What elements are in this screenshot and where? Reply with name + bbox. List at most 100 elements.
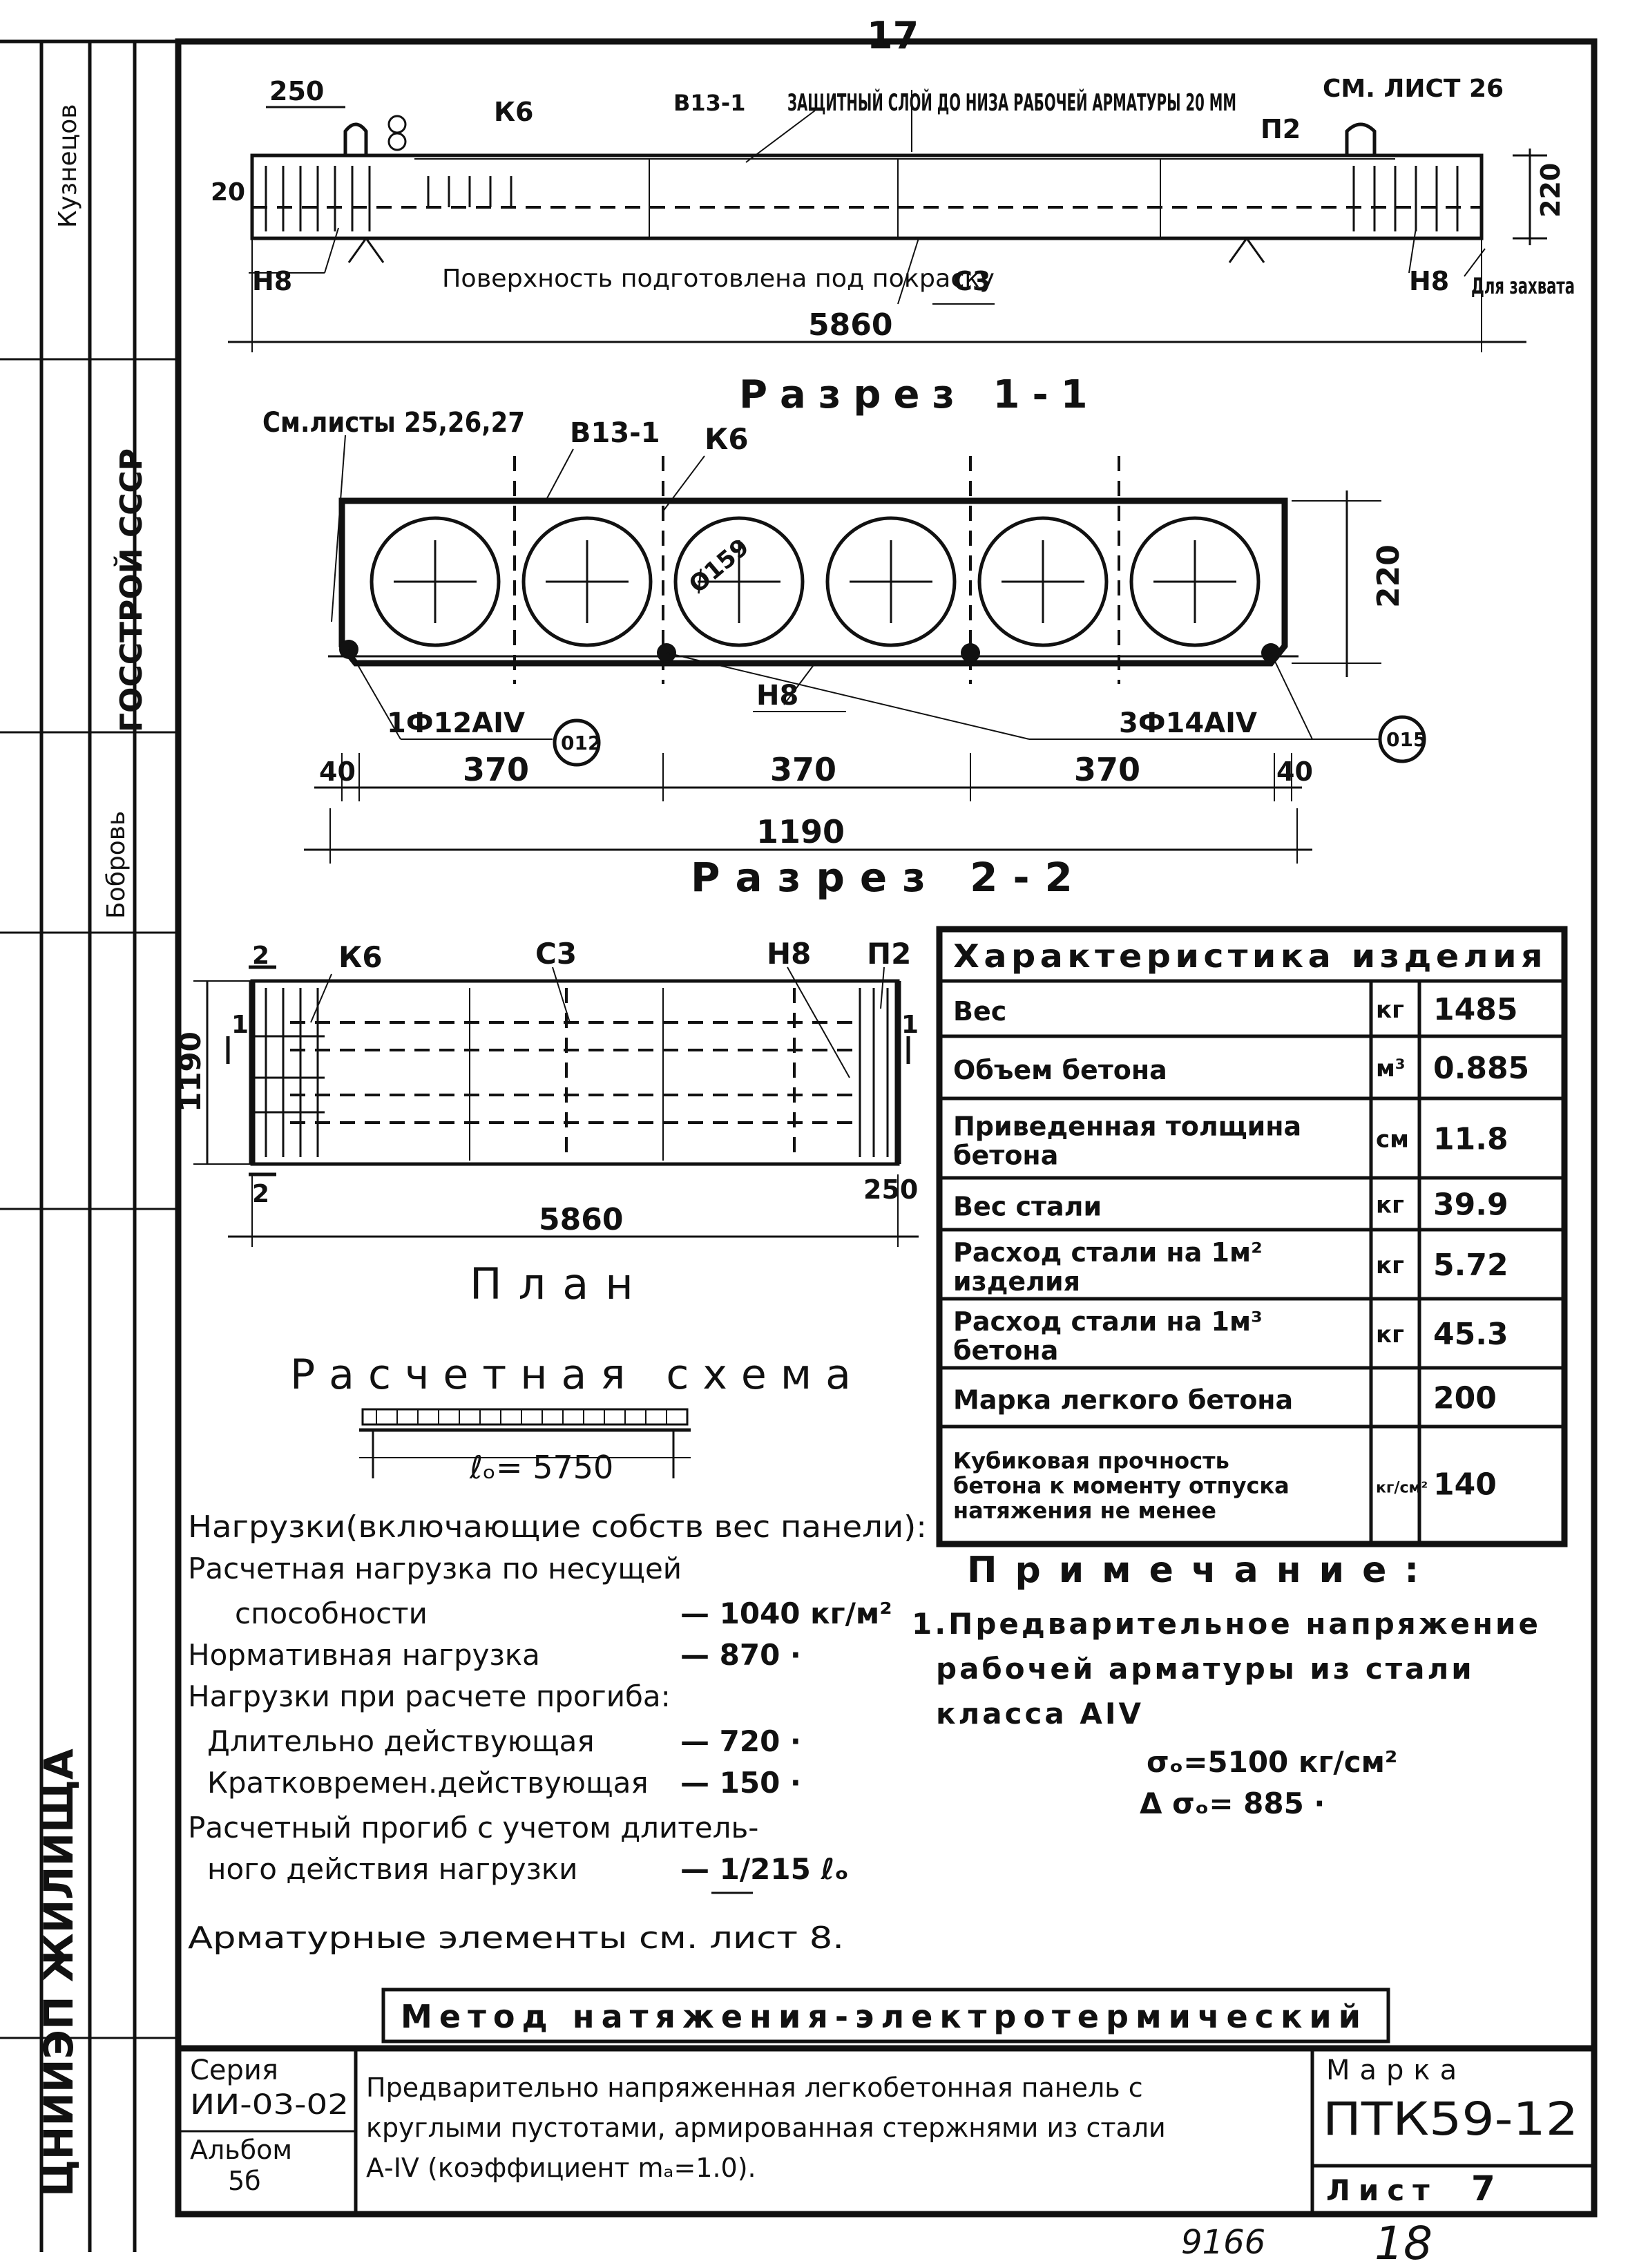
load-label: Нормативная нагрузка — [188, 1638, 540, 1672]
load-value: — 720 · — [680, 1724, 801, 1758]
load-label: Кратковремен.действующая — [207, 1766, 649, 1800]
load-label: Расчетный прогиб с учетом длитель- — [188, 1811, 758, 1845]
elev-label-h8-left: Н8 — [252, 266, 292, 296]
hollow-cores — [370, 516, 1261, 647]
char-row-name: Объем бетона — [953, 1055, 1167, 1085]
support-right — [1228, 236, 1265, 263]
char-row-unit: кг — [1376, 996, 1404, 1024]
char-row-name: бетона — [953, 1335, 1058, 1366]
char-row-unit: кг — [1376, 1252, 1404, 1279]
char-row-unit: см — [1376, 1126, 1409, 1154]
plan-leader-c3 — [552, 966, 571, 1023]
album-value: 5б — [228, 2166, 261, 2196]
description-line: Предварительно напряженная легкобетонная… — [366, 2072, 1143, 2103]
sec-label-k6: К6 — [705, 422, 749, 456]
char-row-name: Расход стали на 1м² — [953, 1237, 1263, 1268]
plan-label-1190: 1190 — [173, 1031, 207, 1112]
char-row-name: изделия — [953, 1266, 1080, 1297]
bar-mark-left-circle — [553, 718, 601, 767]
plan-label-250: 250 — [863, 1174, 918, 1205]
load-label: Нагрузки при расчете прогиба: — [188, 1679, 671, 1713]
sec-dim-40b: 40 — [1276, 756, 1313, 787]
note-line: Δ σₒ= 885 · — [1140, 1786, 1325, 1820]
elev-label-v13: В13-1 — [673, 90, 745, 116]
plan-leader-p2 — [880, 966, 885, 1009]
stamp-name-1: Бобровь — [102, 811, 131, 919]
load-label: Длительно действующая — [207, 1724, 595, 1758]
elev-label-k6: К6 — [494, 97, 534, 127]
stamp-name-2: Кузнецов — [54, 104, 82, 228]
lifting-loop-right — [1345, 122, 1377, 155]
title-block: Серия ИИ-03-02 Альбом 5б Предварительно … — [175, 2045, 1598, 2218]
sec-bar-right: 3Ф14АIV — [1119, 707, 1257, 739]
bar-mark-left: 012 — [561, 732, 601, 754]
plan-label-2a: 2 — [252, 942, 269, 970]
sec-label-v13: В13-1 — [570, 417, 660, 449]
plan-body — [250, 979, 900, 1166]
sec-bar-left: 1Ф12АIV — [387, 707, 525, 739]
plan-title: План — [470, 1259, 650, 1309]
leader-see-sheets — [331, 435, 346, 622]
note-title: Примечание: — [967, 1550, 1437, 1591]
sec-label-d159: Ø159 — [684, 533, 754, 599]
bar-mid-2 — [961, 643, 980, 663]
elev-label-220: 220 — [1535, 163, 1566, 218]
plan-left-mesh — [252, 988, 325, 1157]
leader-h8-right — [1408, 227, 1417, 274]
leader-bar-right-1 — [666, 652, 1030, 740]
note-line: 1.Предварительное напряжение — [912, 1607, 1541, 1641]
elev-label-20: 20 — [211, 178, 245, 207]
elevation-left-stirrups — [265, 166, 512, 231]
section-1-1: Разрез 1-1 220 012 015 См.листы 2 — [262, 372, 1426, 901]
sec-dim-total: 1190 — [756, 813, 845, 850]
leader-bar-left — [348, 649, 401, 740]
stamp-org: ЦНИИЭП ЖИЛИЩА — [35, 1748, 82, 2197]
load-label: способности — [235, 1597, 428, 1630]
leader-c3 — [897, 238, 919, 305]
char-row-unit: м³ — [1376, 1055, 1406, 1083]
page-number-top: 17 — [867, 14, 919, 57]
char-row-name: натяжения не менее — [953, 1498, 1216, 1524]
title-description: Предварительно напряженная легкобетонная… — [366, 2072, 1166, 2183]
calc-scheme-load — [361, 1408, 689, 1426]
note-line: класса АIV — [936, 1697, 1144, 1731]
support-left — [347, 236, 385, 263]
char-row-value: 45.3 — [1433, 1317, 1508, 1352]
album-label: Альбом — [190, 2135, 292, 2165]
description-line: круглыми пустотами, армированная стержня… — [366, 2113, 1166, 2143]
char-table-title: Характеристика изделия — [953, 937, 1547, 975]
char-row-name: Приведенная толщина — [953, 1112, 1301, 1142]
section-1-1-title: Разрез 1-1 — [739, 372, 1100, 417]
plan-view: 1190 5860 250 К6 С3 Н8 П2 2 2 1 1 План — [173, 937, 919, 1309]
char-row-value: 140 — [1433, 1467, 1497, 1503]
plan-label-1a: 1 — [231, 1011, 249, 1039]
leader-bar-right-2 — [1270, 652, 1313, 740]
sec-label-h8: Н8 — [756, 680, 798, 712]
doc-number: 9166 — [1181, 2223, 1265, 2262]
method-text: Метод натяжения-электротермический — [401, 1998, 1368, 2035]
bar-mark-right: 015 — [1386, 728, 1426, 751]
char-row-name: бетона к моменту отпуска — [953, 1473, 1290, 1499]
note-block: Примечание: 1.Предварительное напряжение… — [912, 1550, 1541, 1820]
elevation-small-circle-2 — [387, 115, 407, 134]
calc-scheme-load-hatch — [376, 1409, 667, 1424]
elev-label-h8-right: Н8 — [1409, 266, 1449, 296]
plan-leader-k6 — [310, 973, 332, 1023]
leader-v13 — [545, 448, 574, 502]
elev-note: ЗАЩИТНЫЙ СЛОЙ ДО НИЗА РАБОЧЕЙ АРМАТУРЫ 2… — [787, 88, 1236, 117]
elev-label-grip: Для захвата — [1471, 273, 1575, 299]
elev-label-sheet26: СМ. ЛИСТ 26 — [1323, 75, 1504, 103]
char-row-name: Расход стали на 1м³ — [953, 1306, 1263, 1337]
plan-label-h8: Н8 — [767, 937, 811, 971]
load-label: ного действия нагрузки — [207, 1852, 577, 1886]
load-value: — 1040 кг/м² — [680, 1597, 892, 1630]
plan-label-1b: 1 — [901, 1011, 919, 1039]
elev-label-c3: С3 — [953, 266, 990, 296]
series-label: Серия — [190, 2055, 278, 2086]
char-row-value: 5.72 — [1433, 1248, 1508, 1283]
description-line: А-IV (коэффициент mₐ=1.0). — [366, 2153, 756, 2183]
char-row-name: Вес — [953, 996, 1006, 1027]
